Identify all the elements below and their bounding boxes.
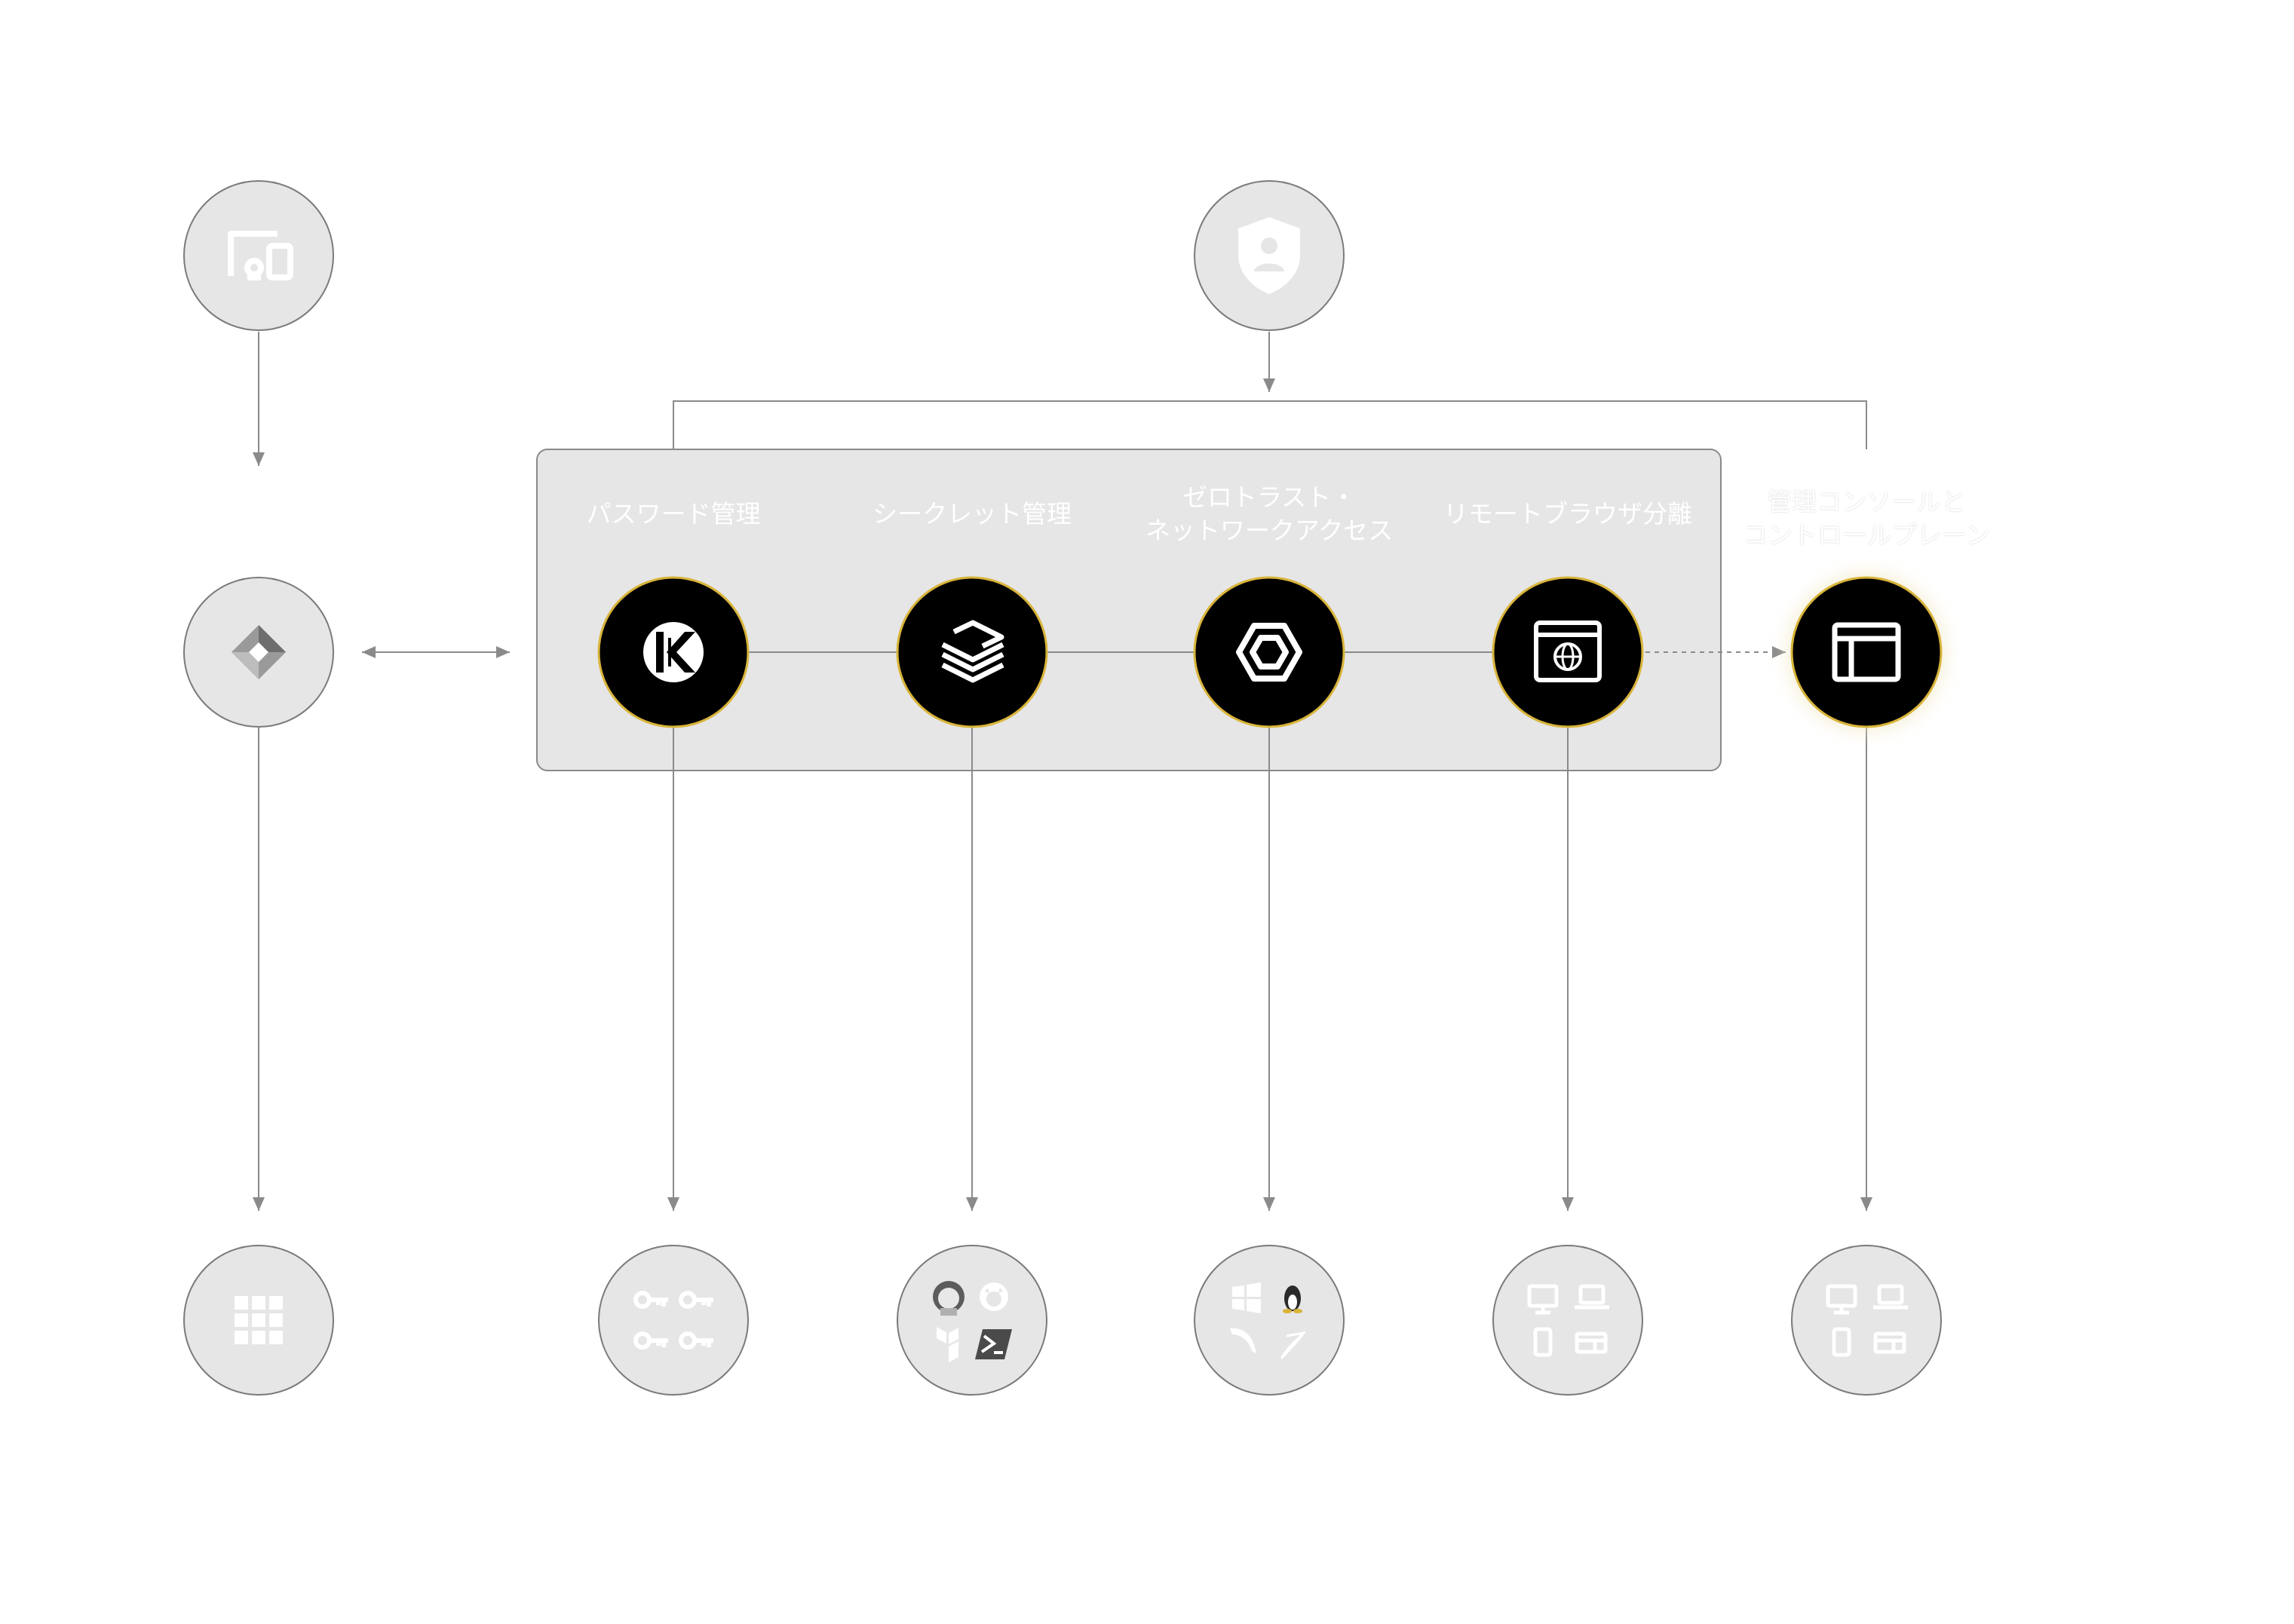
servers-node (1194, 1245, 1345, 1396)
rbi-label: リモートブラウザ分離 (1443, 499, 1692, 529)
console-label-line2: コントロールプレーン (1742, 520, 1991, 550)
connectors (253, 332, 1872, 1211)
os-database-icon (1230, 1282, 1306, 1359)
devices-icon (228, 231, 293, 280)
password-node[interactable] (597, 576, 750, 728)
app-grid-icon (235, 1296, 283, 1344)
keeper-k-icon (643, 622, 704, 682)
zerotrust-label-line1: ゼロトラスト・ (1182, 483, 1357, 512)
console-node[interactable] (1785, 571, 1948, 734)
console-label-line1: 管理コンソールと (1767, 487, 1966, 516)
endpoints-icon (1826, 1284, 1908, 1357)
secrets-label: シークレット管理 (873, 499, 1072, 529)
device-node (183, 180, 334, 331)
zerotrust-node[interactable] (1193, 576, 1345, 728)
endpoints-icon (1527, 1284, 1609, 1357)
keys-icon (633, 1291, 713, 1350)
endpoints-console-node (1791, 1245, 1942, 1396)
browser-globe-icon (1534, 620, 1602, 682)
stacked-layers-icon (941, 620, 1004, 683)
endpoints-rbi-node (1492, 1245, 1643, 1396)
terraform-icon (937, 1327, 958, 1362)
password-label: パスワード管理 (586, 499, 761, 529)
devops-node (897, 1245, 1047, 1396)
apps-node (183, 1245, 334, 1396)
product-group-panel (536, 449, 1722, 771)
linux-icon (1283, 1285, 1302, 1313)
window-layout-icon (1832, 622, 1901, 682)
hexagon-icon (1236, 623, 1302, 682)
zerotrust-label-line2: ネットワークアクセス (1145, 516, 1394, 545)
windows-icon (1232, 1282, 1261, 1313)
identity-node (1194, 180, 1345, 331)
mysql-icon (1230, 1328, 1256, 1353)
keys-node (598, 1245, 749, 1396)
idp-node (183, 577, 334, 728)
secrets-node[interactable] (896, 576, 1048, 728)
devops-tools-icon (933, 1281, 1012, 1362)
rbi-node[interactable] (1492, 576, 1644, 728)
connector-bracket (673, 400, 1867, 449)
user-shield-icon (1238, 217, 1300, 294)
layered-diamond-icon (232, 625, 286, 679)
